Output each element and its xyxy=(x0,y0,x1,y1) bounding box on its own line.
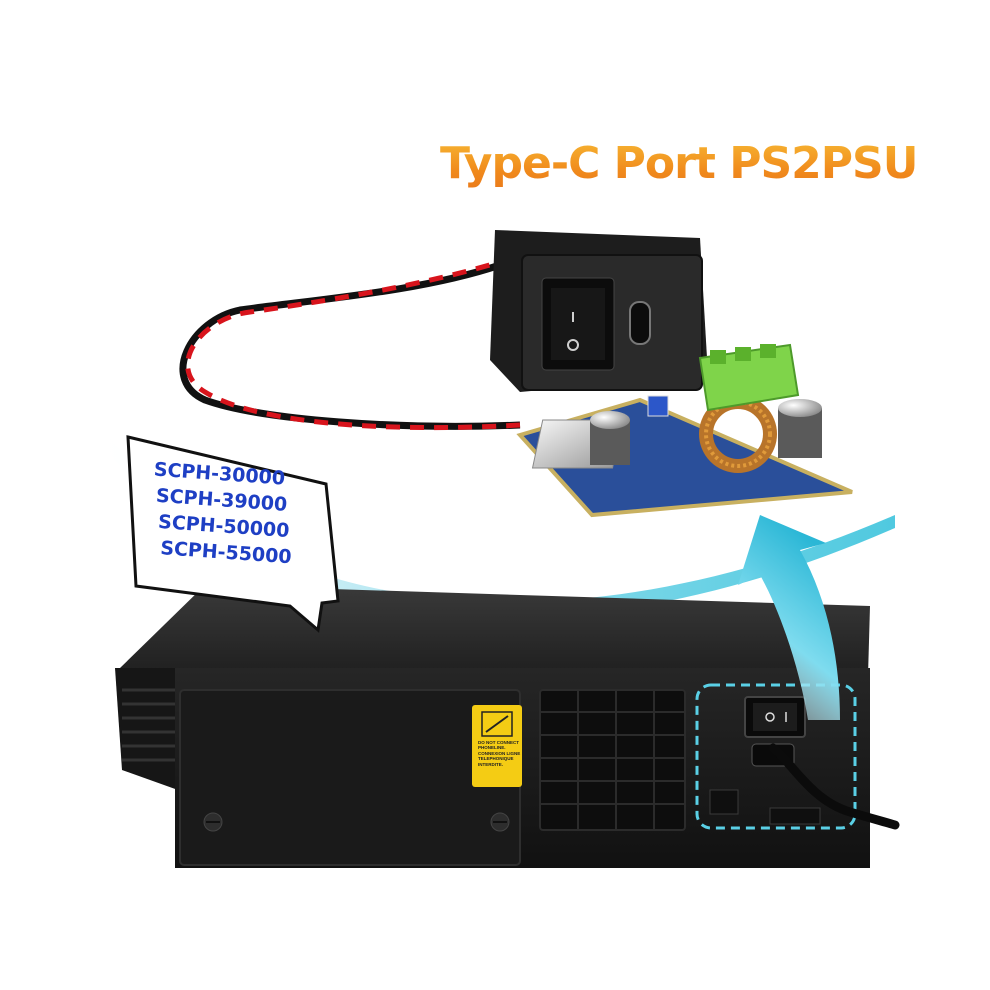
product-title: Type-C Port PS2PSU xyxy=(440,138,920,198)
warning-label-text: DO NOT CONNECT PHONELINE. CONNEXION LIGN… xyxy=(478,740,521,767)
usb-c-port-icon xyxy=(629,301,651,345)
compatible-models-list: SCPH-30000 SCPH-39000 SCPH-50000 SCPH-55… xyxy=(146,457,345,600)
screw-terminal xyxy=(698,343,800,412)
warning-sticker xyxy=(472,705,522,787)
network-port xyxy=(769,807,821,825)
rocker-switch-icon xyxy=(744,696,806,738)
capacitor-left xyxy=(590,411,630,465)
usb-c-cable xyxy=(768,743,900,830)
capacitor-right xyxy=(778,399,822,458)
cooling-fins xyxy=(122,688,176,762)
wire-red xyxy=(185,259,521,431)
power-module xyxy=(179,230,853,518)
potentiometer xyxy=(647,395,669,417)
speech-bubble-icon xyxy=(126,435,340,633)
curved-arrow-icon xyxy=(738,515,840,720)
ps2-console xyxy=(115,585,900,868)
fan-grille xyxy=(539,689,686,831)
port-panel-highlight xyxy=(695,683,857,830)
console-left-side xyxy=(115,668,178,790)
expansion-bay-cover xyxy=(179,689,521,866)
wire-black xyxy=(179,261,521,430)
module-rocker-switch xyxy=(541,277,615,371)
